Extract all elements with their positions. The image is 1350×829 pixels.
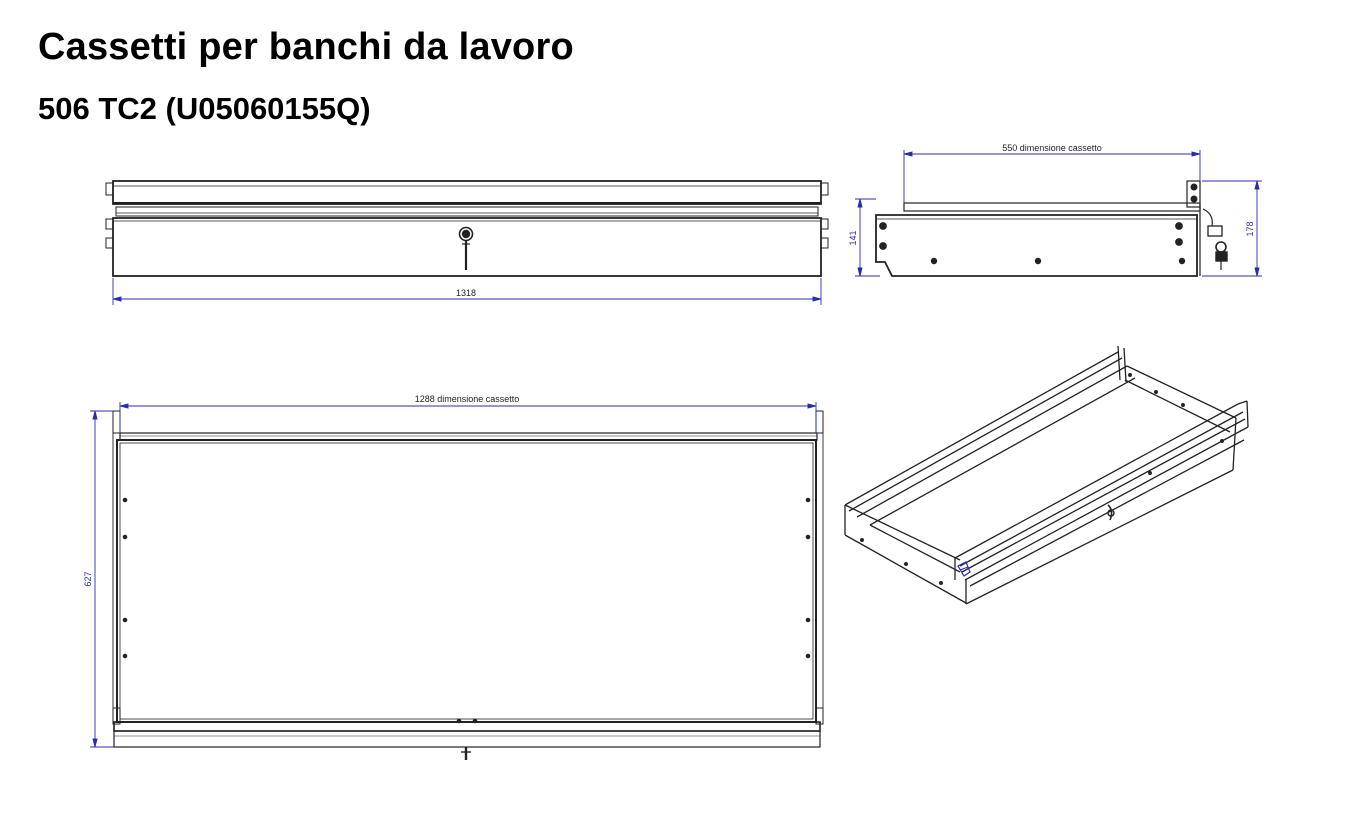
side-view xyxy=(875,180,1228,277)
top-depth-label: 627 xyxy=(83,571,93,586)
side-height-label-a: 141 xyxy=(848,230,858,245)
isometric-view xyxy=(844,345,1249,605)
page-title: Cassetti per banchi da lavoro xyxy=(38,26,574,68)
top-dimensions xyxy=(90,402,817,748)
side-depth-label: 550 dimensione cassetto xyxy=(1002,143,1102,153)
front-width-label: 1318 xyxy=(456,288,476,298)
side-height-label-b: 178 xyxy=(1245,221,1255,236)
front-view xyxy=(105,180,829,277)
page-subtitle: 506 TC2 (U05060155Q) xyxy=(38,91,371,126)
top-view xyxy=(112,410,824,760)
front-dimension xyxy=(112,278,822,305)
isometric-corner-highlight xyxy=(957,561,971,577)
side-dimensions xyxy=(855,150,1262,277)
top-width-label: 1288 dimensione cassetto xyxy=(415,394,520,404)
